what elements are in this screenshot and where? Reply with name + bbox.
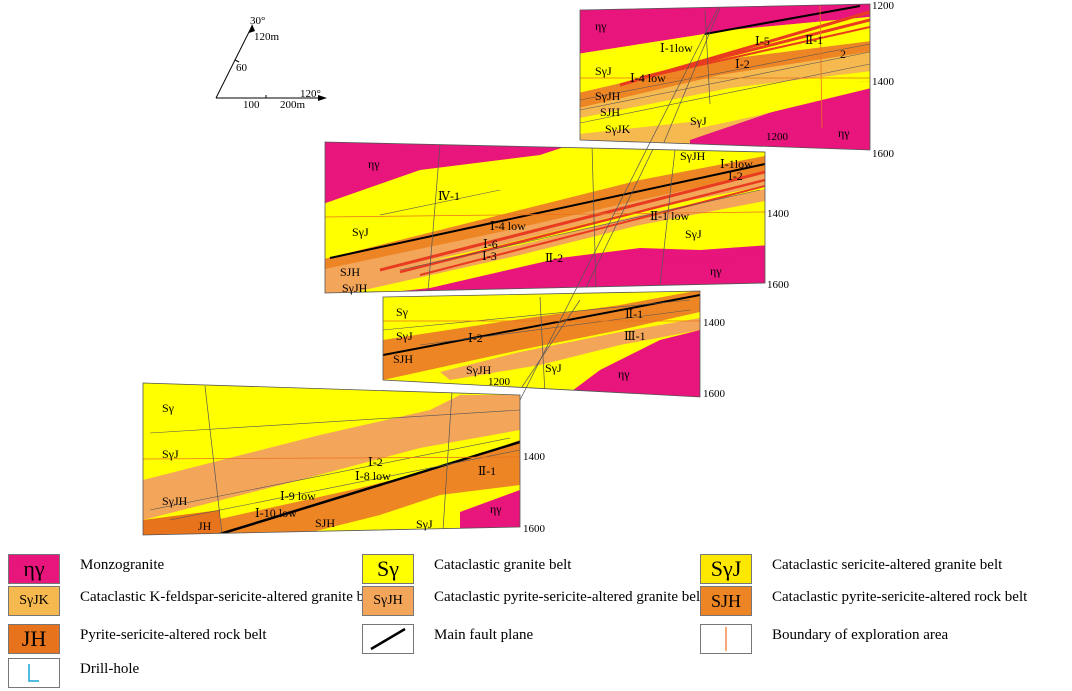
p2-label-syj: SγJ <box>352 225 369 239</box>
east-distance-label: 200m <box>280 99 306 111</box>
p3-label-ore-1-2: Ⅰ-2 <box>468 331 483 345</box>
p4-elev-mid: 1400 <box>523 451 546 463</box>
p2-elev-mid: 1400 <box>767 208 790 220</box>
p4-label-ore-2-1: Ⅱ-1 <box>478 464 496 478</box>
p4-label-jh: JH <box>198 519 212 533</box>
p1-label-ore-1-2: Ⅰ-2 <box>735 57 750 71</box>
p1-label-2: 2 <box>840 47 846 61</box>
p2-label-ore-1-6: Ⅰ-6 <box>483 237 498 251</box>
p3-label-sy: Sγ <box>396 305 409 319</box>
legend-label-boundary: Boundary of exploration area <box>772 627 949 643</box>
east-tick-label: 100 <box>243 99 260 111</box>
north-distance-label: 120m <box>254 31 280 43</box>
p2-label-ore-1-1low: Ⅰ-1low <box>720 157 753 171</box>
legend-label-monzogranite: Monzogranite <box>80 557 165 573</box>
p3-elev-inner: 1200 <box>488 376 511 388</box>
p4-label-ore-1-8low: Ⅰ-8 low <box>355 469 391 483</box>
p2-label-ore-1-4low: Ⅰ-4 low <box>490 219 526 233</box>
p1-label-ore-1-5: Ⅰ-5 <box>755 34 770 48</box>
p2-label-syjh-top: SγJH <box>680 149 706 163</box>
p1-label-syjh: SγJH <box>595 89 621 103</box>
p2-label-syjh: SγJH <box>342 281 368 295</box>
legend-label-sjh: Cataclastic pyrite-sericite-altered rock… <box>772 589 1028 605</box>
geological-plan-map: 30° 120m 60 120° 100 200m <box>142 0 895 536</box>
p3-label-ny: ηγ <box>618 367 630 381</box>
boundary-icon <box>700 624 752 654</box>
legend-swatch-sjh: SJH <box>700 586 752 616</box>
legend-swatch-jh: JH <box>8 624 60 654</box>
east-angle-label: 120° <box>300 88 321 100</box>
p2-elev-bot: 1600 <box>767 279 790 291</box>
p3-elev-bot: 1600 <box>703 388 726 400</box>
p3-label-ore-3-1: Ⅲ-1 <box>624 329 646 343</box>
p4-label-syjh: SγJH <box>162 494 188 508</box>
p1-elev-bot: 1600 <box>872 148 895 160</box>
panel-4: Sγ SγJ Ⅰ-2 Ⅰ-8 low Ⅱ-1 SγJH Ⅰ-9 low Ⅰ-10… <box>142 382 546 536</box>
p4-elev-bot: 1600 <box>523 523 546 535</box>
p1-label-syj: SγJ <box>595 64 612 78</box>
legend-label-drill-hole: Drill-hole <box>80 661 140 677</box>
p2-label-iv-1: Ⅳ-1 <box>438 189 460 203</box>
p4-label-syj-b: SγJ <box>416 517 433 531</box>
p2-label-syj-b: SγJ <box>685 227 702 241</box>
panel-1: ηγ Ⅰ-1low Ⅰ-5 Ⅱ-1 2 SγJ Ⅰ-4 low Ⅰ-2 SγJH… <box>579 0 895 160</box>
p1-label-syj-b: SγJ <box>690 114 707 128</box>
p3-label-syj: SγJ <box>396 329 413 343</box>
p4-label-ny: ηγ <box>490 502 502 516</box>
p1-elev-inner: 1200 <box>766 131 789 143</box>
legend-label-fault: Main fault plane <box>434 627 534 643</box>
p2-label-sjh: SJH <box>340 265 360 279</box>
legend-label-jh: Pyrite-sericite-altered rock belt <box>80 627 267 643</box>
legend-swatch-monzogranite: ηγ <box>8 554 60 584</box>
p3-label-syj-b: SγJ <box>545 361 562 375</box>
north-angle-label: 30° <box>250 15 265 27</box>
p2-label-ore-2-1low: Ⅱ-1 low <box>650 209 689 223</box>
p1-label-ore-2-1: Ⅱ-1 <box>805 33 823 47</box>
panel-2: ηγ Ⅳ-1 SγJH Ⅰ-1low Ⅰ-2 Ⅰ-4 low Ⅱ-1 low S… <box>324 141 790 295</box>
legend-label-cataclastic-granite: Cataclastic granite belt <box>434 557 572 573</box>
legend-label-pyrite-sericite-granite: Cataclastic pyrite-sericite-altered gran… <box>434 589 705 605</box>
p2-label-ore-2-2: Ⅱ-2 <box>545 251 563 265</box>
p1-elev-mid: 1400 <box>872 76 895 88</box>
p1-elev-top: 1200 <box>872 0 895 12</box>
p2-label-ny-b: ηγ <box>710 264 722 278</box>
p1-label-syjk: SγJK <box>605 122 631 136</box>
p2-label-ore-1-3: Ⅰ-3 <box>482 249 497 263</box>
p2-label-ore-1-2: Ⅰ-2 <box>728 169 743 183</box>
p1-label-sjh: SJH <box>600 105 620 119</box>
mid-tick-label: 60 <box>236 62 248 74</box>
legend: ηγ Monzogranite Sγ Cataclastic granite b… <box>0 548 1072 691</box>
legend-swatch-sericite-granite: SγJ <box>700 554 752 584</box>
legend-swatch-pyrite-sericite-granite: SγJH <box>362 586 414 616</box>
panel-3: Sγ Ⅱ-1 SγJ Ⅰ-2 Ⅲ-1 SJH SγJH SγJ ηγ 1400 … <box>382 290 726 400</box>
p4-label-sy: Sγ <box>162 401 175 415</box>
drill-hole-icon <box>8 658 60 688</box>
p3-label-sjh: SJH <box>393 352 413 366</box>
p3-elev-mid: 1400 <box>703 317 726 329</box>
p1-label-ny-b: ηγ <box>838 126 850 140</box>
p2-label-ny: ηγ <box>368 157 380 171</box>
drill-hole-trace <box>519 7 719 401</box>
legend-swatch-k-feldspar: SγJK <box>8 586 60 616</box>
legend-label-k-feldspar: Cataclastic K-feldspar-sericite-altered … <box>80 589 380 605</box>
p4-label-ore-1-10low: Ⅰ-10 low <box>255 506 297 520</box>
fault-line-icon <box>362 624 414 654</box>
p4-label-syj: SγJ <box>162 447 179 461</box>
p4-label-ore-1-2: Ⅰ-2 <box>368 455 383 469</box>
orientation-symbol: 30° 120m 60 120° 100 200m <box>215 15 327 111</box>
legend-label-sericite-granite: Cataclastic sericite-altered granite bel… <box>772 557 1003 573</box>
p1-label-ore-1-1low: Ⅰ-1low <box>660 41 693 55</box>
p1-label-ore-1-4low: Ⅰ-4 low <box>630 71 666 85</box>
p4-label-ore-1-9low: Ⅰ-9 low <box>280 489 316 503</box>
p3-label-syjh: SγJH <box>466 363 492 377</box>
p1-label-ny: ηγ <box>595 19 607 33</box>
p3-label-ore-2-1: Ⅱ-1 <box>625 307 643 321</box>
legend-swatch-cataclastic-granite: Sγ <box>362 554 414 584</box>
p4-label-sjh: SJH <box>315 516 335 530</box>
